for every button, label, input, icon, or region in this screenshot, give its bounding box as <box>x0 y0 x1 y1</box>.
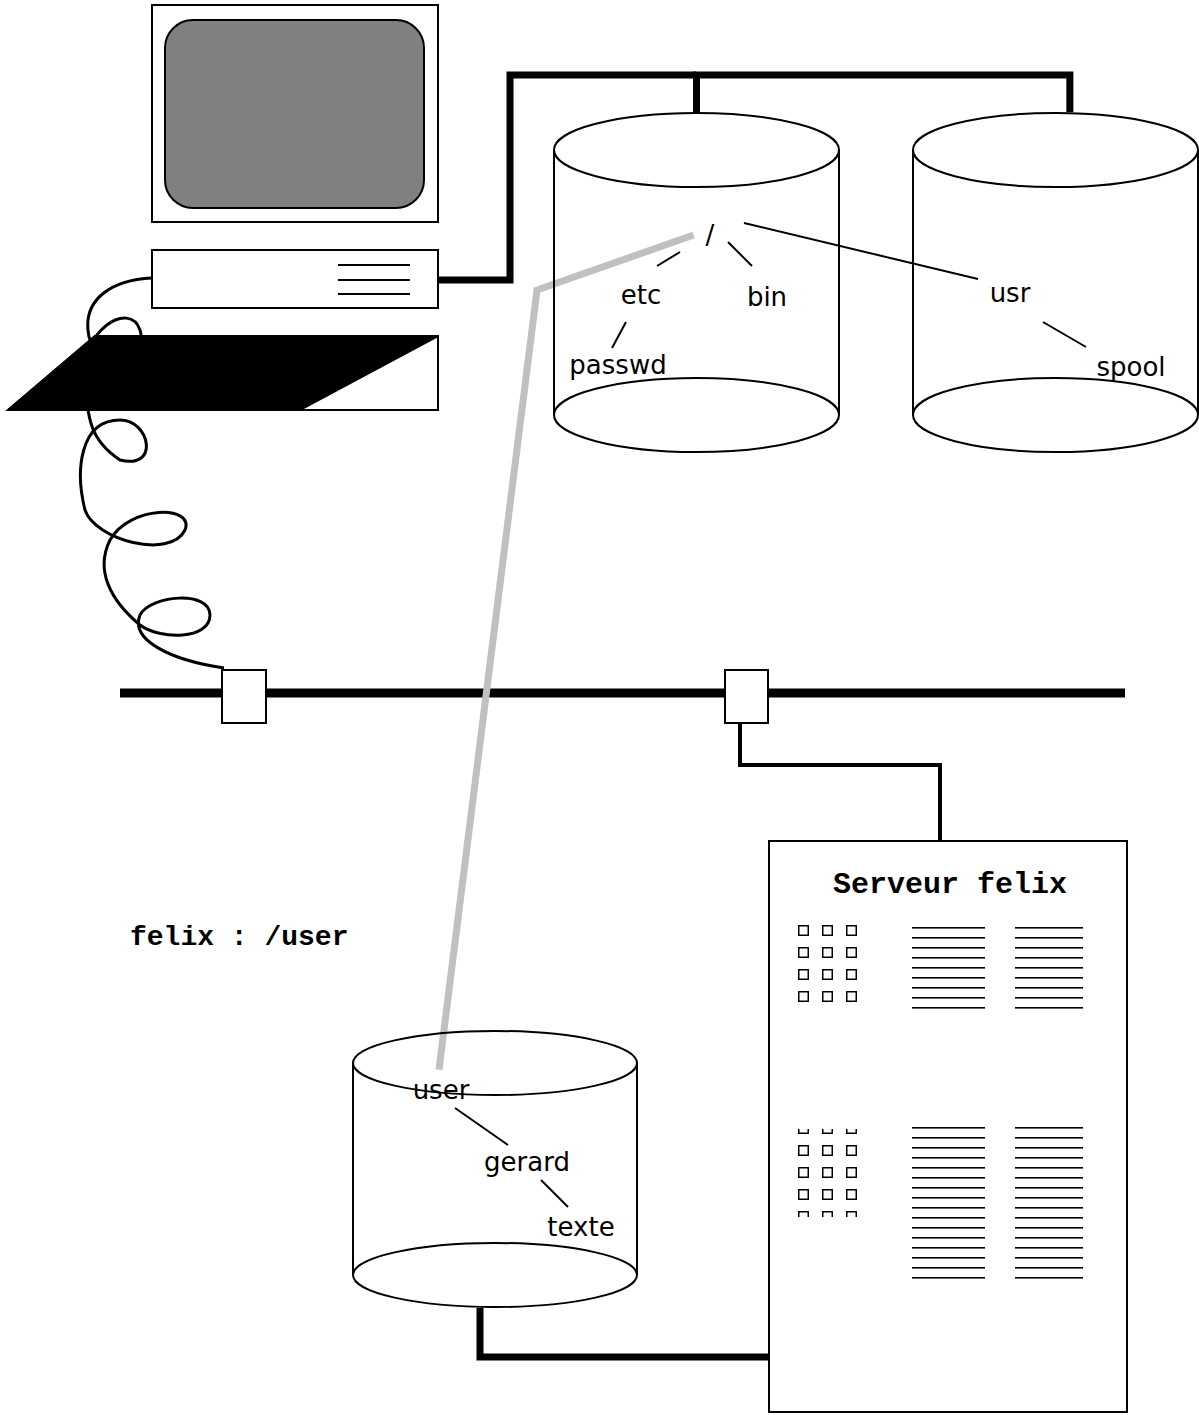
directory-name: / <box>706 221 715 250</box>
disk: usr spool <box>912 112 1199 453</box>
disk: user gerard texte <box>352 1030 638 1308</box>
server-leds <box>798 925 868 1013</box>
keyboard-top <box>8 336 438 410</box>
disk-outline <box>912 112 1199 453</box>
server-wire <box>740 723 940 840</box>
server-vents <box>1015 1127 1083 1279</box>
screen <box>165 20 424 208</box>
directory-name: spool <box>1096 353 1165 382</box>
directory-name: gerard <box>484 1148 570 1177</box>
directory-name: passwd <box>569 351 666 380</box>
disk-top <box>554 113 839 187</box>
directory-name: texte <box>547 1213 614 1242</box>
directory-name: usr <box>990 279 1031 308</box>
server-vents <box>912 1127 985 1279</box>
tree-branch <box>455 223 1086 1207</box>
mount-label: felix : /user <box>130 922 348 953</box>
unit-slots <box>338 265 410 294</box>
bus-tap <box>222 670 266 723</box>
network-bus <box>120 689 1125 698</box>
disk-top <box>913 113 1198 187</box>
disk: / etc bin passwd <box>553 112 840 453</box>
disk-outline <box>553 112 840 453</box>
monitor <box>152 5 438 222</box>
server-leds <box>798 1129 868 1217</box>
server-name: Serveur felix <box>833 869 1067 902</box>
directory-name: user <box>413 1076 470 1105</box>
bus-tap <box>725 670 768 723</box>
server-vents <box>1015 927 1083 1009</box>
mount-link <box>439 235 694 1070</box>
disk-bottom <box>913 378 1198 452</box>
cable <box>480 1308 768 1357</box>
disk-side <box>353 1063 637 1275</box>
cable <box>697 75 1070 112</box>
disk-bottom <box>554 378 839 452</box>
directory-name: etc <box>621 281 662 310</box>
disk-side <box>913 150 1198 415</box>
directory-name: bin <box>747 283 787 312</box>
system-unit <box>152 250 438 308</box>
disk-top <box>353 1031 637 1095</box>
server-vents <box>912 927 985 1009</box>
server-box: Serveur felix <box>768 840 1128 1413</box>
keyboard <box>8 336 438 410</box>
disk-side <box>554 150 839 415</box>
disk-bottom <box>353 1243 637 1307</box>
